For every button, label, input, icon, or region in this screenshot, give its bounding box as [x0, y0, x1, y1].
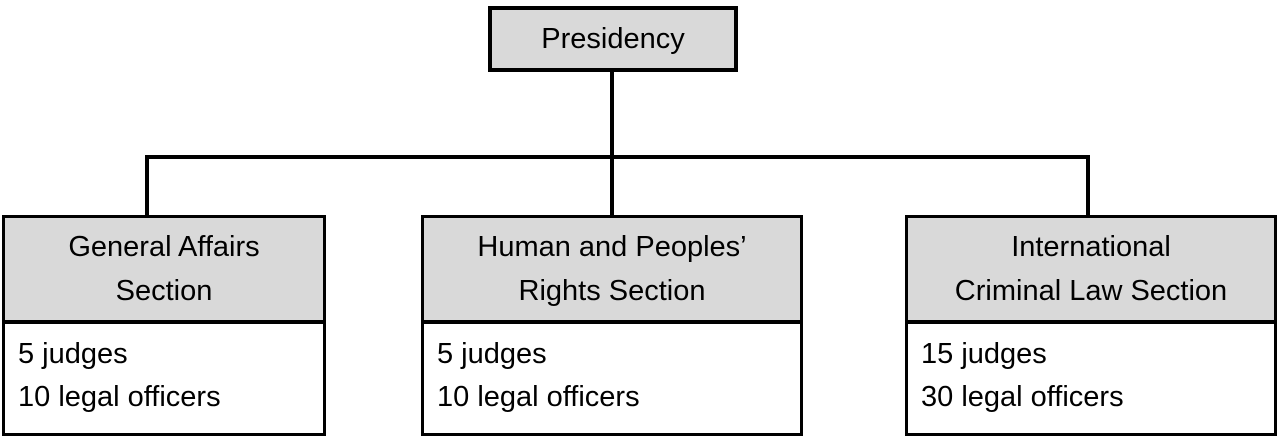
title-line: General Affairs	[68, 231, 260, 263]
node-presidency: Presidency	[488, 6, 738, 72]
connector-horizontal	[145, 155, 1090, 159]
criminal-law-section-staff: 15 judges 30 legal officers	[908, 324, 1274, 419]
title-line: Rights Section	[518, 275, 706, 307]
node-general-affairs-section: General Affairs Section 5 judges 10 lega…	[2, 215, 326, 436]
general-affairs-section-staff: 5 judges 10 legal officers	[5, 324, 323, 419]
judges-count: 5 judges	[437, 338, 547, 370]
criminal-law-section-title: International Criminal Law Section	[908, 218, 1274, 324]
node-human-rights-section: Human and Peoples’ Rights Section 5 judg…	[421, 215, 803, 436]
title-line: Human and Peoples’	[477, 231, 747, 263]
general-affairs-section-title: General Affairs Section	[5, 218, 323, 324]
legal-officers-count: 10 legal officers	[437, 381, 640, 413]
title-line: Criminal Law Section	[954, 275, 1228, 307]
connector-left-drop	[145, 155, 149, 217]
judges-count: 5 judges	[18, 338, 128, 370]
human-rights-section-title: Human and Peoples’ Rights Section	[424, 218, 800, 324]
legal-officers-count: 30 legal officers	[921, 381, 1124, 413]
connector-right-drop	[1086, 155, 1090, 217]
title-line: Section	[115, 275, 213, 307]
node-criminal-law-section: International Criminal Law Section 15 ju…	[905, 215, 1277, 436]
human-rights-section-staff: 5 judges 10 legal officers	[424, 324, 800, 419]
node-presidency-label: Presidency	[541, 22, 685, 55]
connector-root-to-middle	[610, 70, 614, 217]
judges-count: 15 judges	[921, 338, 1047, 370]
legal-officers-count: 10 legal officers	[18, 381, 221, 413]
title-line: International	[1011, 231, 1171, 263]
